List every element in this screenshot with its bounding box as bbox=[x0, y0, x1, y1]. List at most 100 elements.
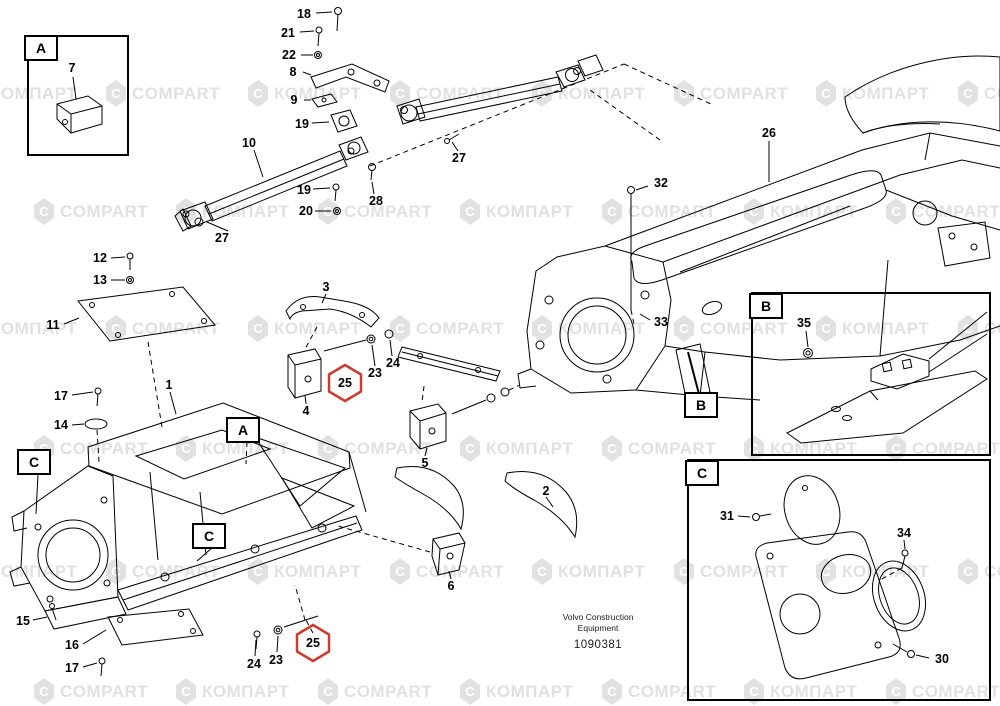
watermark-text: COMPART bbox=[700, 83, 789, 103]
watermark-item: C COMPART bbox=[886, 678, 1000, 705]
watermark-logo-icon: C bbox=[602, 678, 622, 705]
watermark-logo-icon: C bbox=[460, 198, 480, 225]
watermark-item: C КОМПАРТ bbox=[248, 80, 361, 107]
driveshaft-front bbox=[174, 136, 369, 232]
rear-frame bbox=[517, 55, 1000, 401]
watermark-item: C COMPART bbox=[390, 315, 504, 342]
watermark-logo-icon: C bbox=[248, 558, 268, 585]
watermark-logo-icon: C bbox=[106, 315, 126, 342]
watermark-text: COMPART bbox=[912, 438, 1000, 458]
watermark-logo-icon: C bbox=[958, 80, 978, 107]
watermark-item: C COMPART bbox=[34, 198, 148, 225]
watermark-logo-icon: C bbox=[248, 80, 268, 107]
watermark-logo-icon: C bbox=[176, 678, 196, 705]
brand-line-1: Volvo Construction bbox=[562, 612, 634, 622]
watermark-logo-icon: C bbox=[602, 198, 622, 225]
watermark-text: КОМПАРТ bbox=[274, 318, 362, 338]
watermark-logo-icon: C bbox=[674, 80, 694, 107]
watermark-text: КОМПАРТ bbox=[558, 561, 646, 581]
watermark-item: C COMPART bbox=[674, 315, 788, 342]
watermark-logo-icon: C bbox=[744, 678, 764, 705]
watermark-logo-icon: C bbox=[886, 678, 906, 705]
watermark-item: C COMPART bbox=[34, 678, 148, 705]
watermark-item: C COMPART bbox=[390, 80, 504, 107]
watermark-logo-icon: C bbox=[674, 315, 694, 342]
watermark-text: COMPART bbox=[628, 681, 717, 701]
watermark-text: КОМПАРТ bbox=[842, 318, 930, 338]
watermark-logo-icon: C bbox=[318, 678, 338, 705]
watermark-text: COMPART bbox=[700, 318, 789, 338]
watermark-text: COMPART bbox=[416, 318, 505, 338]
watermark-text: COMPART bbox=[984, 561, 1000, 581]
watermark-item: C COMPART bbox=[886, 198, 1000, 225]
watermark-item: C КОМПАРТ bbox=[532, 558, 645, 585]
watermark-text: COMPART bbox=[912, 681, 1000, 701]
watermark-text: КОМПАРТ bbox=[770, 438, 858, 458]
watermark-logo-icon: C bbox=[532, 315, 552, 342]
watermark-logo-icon: C bbox=[106, 80, 126, 107]
watermark-text: КОМПАРТ bbox=[486, 681, 574, 701]
watermark-logo-icon: C bbox=[390, 80, 410, 107]
watermark-logo-icon: C bbox=[816, 80, 836, 107]
watermark-logo-icon: C bbox=[390, 315, 410, 342]
watermark-logo-icon: C bbox=[886, 198, 906, 225]
publisher-credit: Volvo Construction Equipment 1090381 bbox=[548, 612, 648, 651]
watermark-item: C COMPART bbox=[390, 558, 504, 585]
watermark-item: C COMPART bbox=[602, 678, 716, 705]
watermark-logo-icon: C bbox=[34, 198, 54, 225]
watermark-text: КОМПАРТ bbox=[0, 83, 78, 103]
watermark-item: C КОМПАРТ bbox=[248, 558, 361, 585]
watermark-text: COMPART bbox=[416, 83, 505, 103]
watermark-logo-icon: C bbox=[602, 435, 622, 462]
front-frame bbox=[9, 252, 367, 677]
detail-box-c bbox=[687, 459, 991, 701]
watermark-text: КОМПАРТ bbox=[274, 561, 362, 581]
fastener-stack-top bbox=[299, 7, 460, 215]
driveshaft-rear bbox=[369, 54, 714, 167]
detail-box-b bbox=[751, 292, 991, 456]
watermark-text: COMPART bbox=[132, 318, 221, 338]
watermark-text: COMPART bbox=[984, 318, 1000, 338]
figure-number: 1090381 bbox=[573, 639, 623, 652]
watermark-item: C COMPART bbox=[106, 315, 220, 342]
brand-line-2: Equipment bbox=[577, 622, 619, 633]
watermark-text: COMPART bbox=[628, 438, 717, 458]
watermark-text: КОМПАРТ bbox=[274, 83, 362, 103]
watermark-text: COMPART bbox=[60, 681, 149, 701]
watermark-logo-icon: C bbox=[34, 678, 54, 705]
watermark-logo-icon: C bbox=[390, 558, 410, 585]
watermark-text: COMPART bbox=[344, 681, 433, 701]
watermark-text: COMPART bbox=[60, 438, 149, 458]
watermark-logo-icon: C bbox=[460, 678, 480, 705]
watermark-logo-icon: C bbox=[248, 315, 268, 342]
watermark-text: КОМПАРТ bbox=[486, 438, 574, 458]
watermark-logo-icon: C bbox=[106, 558, 126, 585]
watermark-text: КОМПАРТ bbox=[202, 438, 290, 458]
watermark-text: COMPART bbox=[912, 201, 1000, 221]
watermark-logo-icon: C bbox=[532, 558, 552, 585]
detail-box-a bbox=[27, 35, 129, 156]
watermark-text: КОМПАРТ bbox=[0, 561, 78, 581]
watermark-text: COMPART bbox=[700, 561, 789, 581]
watermark-text: COMPART bbox=[60, 201, 149, 221]
watermark-text: КОМПАРТ bbox=[486, 201, 574, 221]
watermark-item: C COMPART bbox=[602, 435, 716, 462]
watermark-text: COMPART bbox=[416, 561, 505, 581]
watermark-text: КОМПАРТ bbox=[770, 201, 858, 221]
watermark-text: COMPART bbox=[344, 438, 433, 458]
